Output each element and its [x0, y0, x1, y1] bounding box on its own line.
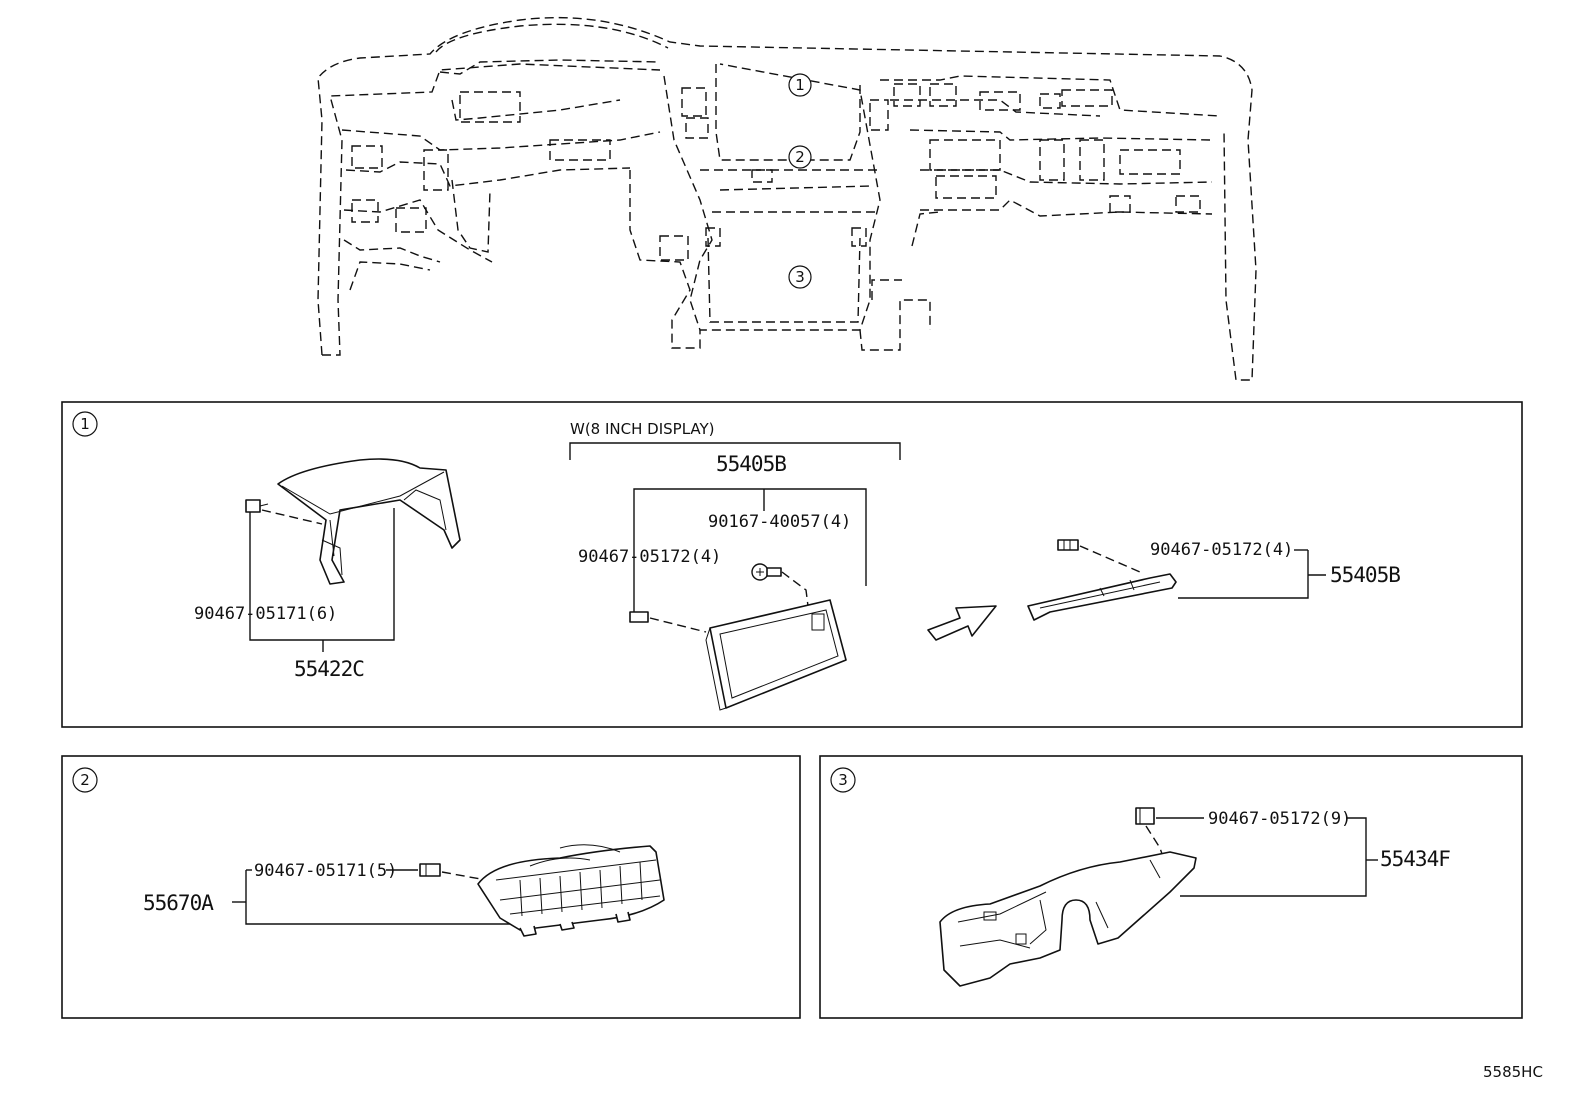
label-55422c: 55422C	[294, 657, 364, 681]
svg-text:1: 1	[795, 76, 805, 94]
clip-90467-05172-s3	[1135, 807, 1155, 825]
dashboard-overview: 1 2 3	[317, 16, 1257, 381]
marker-circle-3: 3	[788, 265, 812, 289]
clip-90467-05172-s1-right	[1057, 539, 1079, 551]
screw-90167-40057	[751, 563, 782, 581]
part-55405b-garnish-strip	[1027, 573, 1177, 621]
part-55434f-lower-finish-panel	[939, 851, 1197, 987]
svg-text:2: 2	[795, 148, 805, 166]
clip-90467-05172-s1-left	[629, 611, 649, 623]
label-55434f: 55434F	[1380, 847, 1450, 871]
variant-note-8-inch-display: W(8 INCH DISPLAY)	[570, 420, 715, 438]
svg-text:2: 2	[80, 771, 90, 789]
label-90467-05172-9: 90467-05172(9)	[1208, 809, 1351, 829]
section-1-panel: 1 90467-05171(6) 55422C W(8 INCH DISPLAY…	[61, 401, 1523, 728]
part-55405b-display-bezel	[705, 599, 847, 711]
marker-circle-2: 2	[788, 145, 812, 169]
label-90167-40057-4: 90167-40057(4)	[708, 512, 851, 532]
svg-text:3: 3	[838, 771, 848, 789]
label-55405b-top: 55405B	[716, 452, 786, 476]
label-55670a: 55670A	[143, 891, 214, 915]
part-55670a-center-vent	[477, 844, 665, 937]
direction-arrow	[927, 605, 997, 641]
diagram-ref-code: 5585HC	[1483, 1063, 1543, 1081]
marker-circle-1: 1	[788, 73, 812, 97]
section-3-marker: 3	[830, 767, 856, 793]
label-55405b-right: 55405B	[1330, 563, 1400, 587]
section-3-panel: 3 90467-05172(9) 55434F	[819, 755, 1523, 1019]
label-90467-05171-6: 90467-05171(6)	[194, 604, 337, 624]
svg-text:1: 1	[80, 415, 90, 433]
svg-text:3: 3	[795, 268, 805, 286]
label-90467-05171-5: 90467-05171(5)	[254, 861, 397, 881]
section-2-panel: 2 55670A 90467-05171(5)	[61, 755, 801, 1019]
label-90467-05172-4-right: 90467-05172(4)	[1150, 540, 1293, 560]
part-55422c-cluster-hood	[277, 458, 461, 585]
clip-90467-05171-s1	[245, 499, 269, 513]
label-90467-05172-4-left: 90467-05172(4)	[578, 547, 721, 567]
section-2-marker: 2	[72, 767, 98, 793]
section-1-marker: 1	[72, 411, 98, 437]
clip-90467-05171-s2	[419, 863, 441, 877]
